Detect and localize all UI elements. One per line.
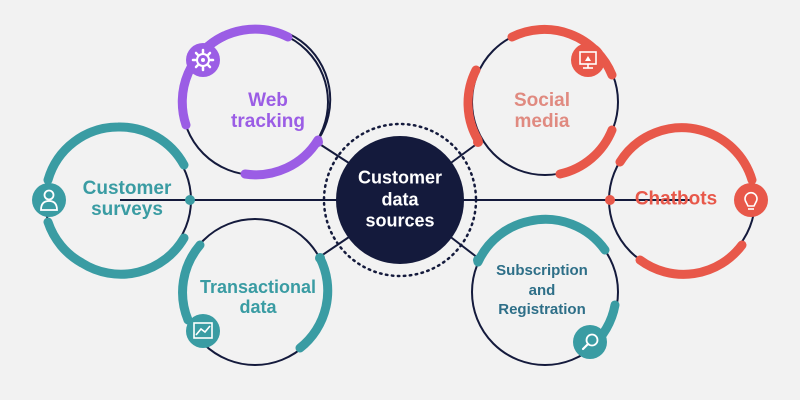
dot-customer-surveys: [185, 195, 195, 205]
web-tracking-ring: [177, 24, 332, 180]
center-dotted-ring: [322, 122, 478, 278]
transactional-data-label: Transactional data: [199, 277, 317, 318]
social-media-line-1: Social: [514, 90, 570, 112]
subscription-line-2: and: [528, 281, 556, 299]
connector-web-tracking: [317, 142, 353, 166]
chatbots-label: Chatbots: [634, 188, 718, 211]
person-icon: [32, 183, 66, 217]
social-media-label: Social media: [514, 90, 570, 133]
connector-transactional: [317, 234, 353, 259]
subscription-label: Subscription and Registration: [496, 261, 588, 320]
dot-transactional: [315, 253, 325, 263]
transactional-data-line-1: Transactional: [199, 277, 317, 298]
transactional-data-ring: [178, 218, 333, 366]
web-tracking-line-1: Web: [248, 90, 288, 112]
customer-surveys-label: Customer surveys: [82, 178, 172, 221]
connector-subscription: [447, 234, 479, 259]
dot-web-tracking: [313, 137, 323, 147]
dot-chatbots: [605, 195, 615, 205]
center-hub: [336, 136, 464, 264]
dot-subscription: [473, 255, 483, 265]
search-icon: [573, 325, 607, 359]
chart-icon: [186, 314, 220, 348]
screen-icon: [571, 43, 605, 77]
center-label-line-2: data: [381, 189, 419, 210]
center-label-line-1: Customer: [357, 167, 442, 188]
customer-surveys-line-2: surveys: [91, 199, 163, 220]
dot-social-media: [473, 137, 483, 147]
web-tracking-label: Web tracking: [231, 90, 305, 133]
lightbulb-icon: [734, 183, 768, 217]
customer-surveys-line-1: Customer: [82, 178, 172, 200]
connector-social: [447, 142, 479, 166]
center-label-line-3: sources: [365, 210, 435, 231]
transactional-data-line-2: data: [239, 297, 277, 317]
gear-icon: [186, 43, 220, 77]
chatbots-line-1: Chatbots: [634, 188, 718, 210]
social-media-line-2: media: [514, 111, 570, 132]
center-label: Customer data sources: [345, 168, 455, 233]
subscription-line-3: Registration: [498, 300, 586, 318]
subscription-line-1: Subscription: [496, 261, 588, 279]
web-tracking-line-2: tracking: [231, 111, 305, 132]
